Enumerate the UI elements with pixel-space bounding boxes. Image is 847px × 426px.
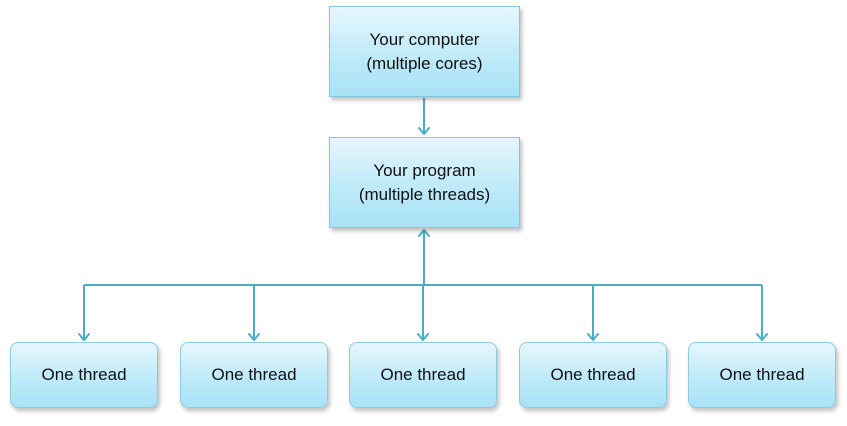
program-node-title: Your program: [373, 160, 476, 180]
thread-node-3: One thread: [349, 342, 497, 408]
computer-node-title: Your computer: [369, 29, 480, 49]
thread-node-4: One thread: [519, 342, 667, 408]
thread-node-5: One thread: [688, 342, 836, 408]
arrow-head-program-bottom: [418, 229, 430, 237]
thread-node-label: One thread: [550, 365, 636, 384]
arrow-head-thread-1: [78, 333, 90, 341]
computer-node: Your computer (multiple cores): [329, 6, 520, 97]
thread-node-label: One thread: [211, 365, 297, 384]
thread-node-label: One thread: [719, 365, 805, 384]
thread-node-2: One thread: [180, 342, 328, 408]
thread-node-label: One thread: [380, 365, 466, 384]
program-node-subtitle: (multiple threads): [358, 184, 491, 204]
program-node: Your program (multiple threads): [329, 137, 520, 228]
arrow-head-thread-3: [417, 333, 429, 341]
computer-node-subtitle: (multiple cores): [366, 53, 483, 73]
thread-node-label: One thread: [41, 365, 127, 384]
thread-node-1: One thread: [10, 342, 158, 408]
arrow-head-thread-2: [248, 333, 260, 341]
arrow-head-thread-4: [587, 333, 599, 341]
arrow-head-thread-5: [756, 333, 768, 341]
arrow-head-program: [418, 127, 430, 135]
